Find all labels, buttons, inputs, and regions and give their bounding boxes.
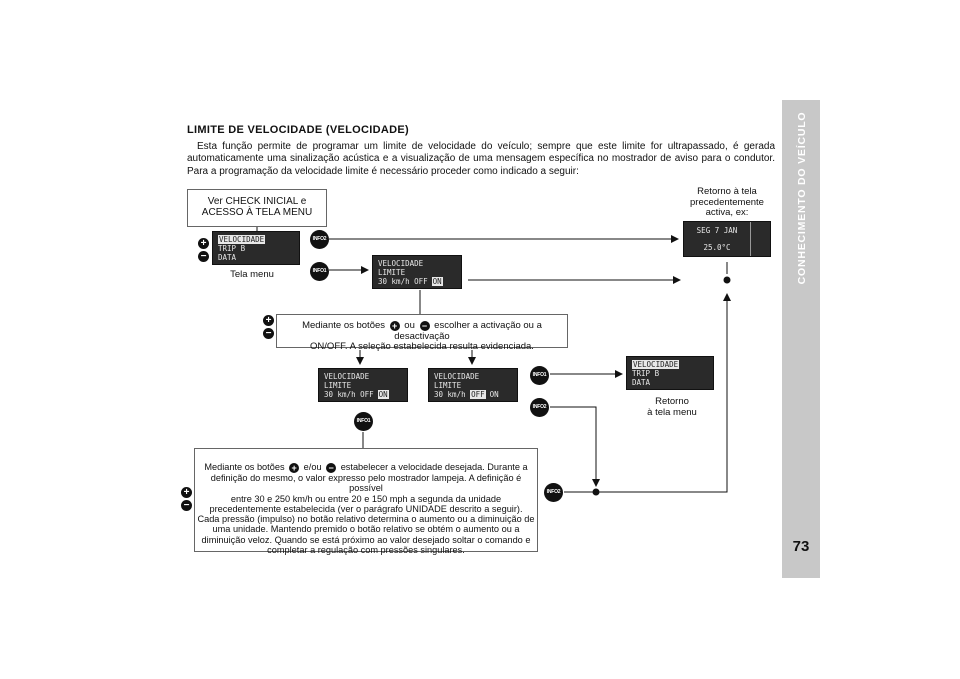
- check-menu-box: Ver CHECK INICIAL e ACESSO À TELA MENU: [187, 189, 327, 227]
- speed-text-part1: Mediante os botões: [204, 462, 285, 472]
- menu-item-trip-b: TRIP B: [632, 369, 660, 378]
- minus-icon: −: [198, 251, 209, 262]
- menu-item-velocidade: VELOCIDADE: [632, 360, 680, 369]
- junction-dot-bottom: [592, 488, 600, 496]
- temperature-text: 25.0°C: [703, 243, 731, 252]
- menu-display-return: VELOCIDADE TRIP B DATA: [626, 356, 714, 390]
- arrow-info2-down: [550, 406, 600, 487]
- speed-text-line7: diminuição veloz. Quando se está próximo…: [201, 534, 531, 545]
- menu-item-data: DATA: [632, 378, 651, 387]
- menu-item-trip-b: TRIP B: [218, 244, 246, 253]
- limit-line2: LIMITE: [378, 268, 406, 277]
- limit-line2: LIMITE: [434, 381, 462, 390]
- plus-minus-buttons: + −: [181, 487, 192, 511]
- speed-text-and-or: e/ou: [303, 462, 322, 472]
- info1-button-icon: INFO1: [310, 262, 329, 281]
- junction-dot-top: [723, 276, 731, 284]
- menu-item-velocidade: VELOCIDADE: [218, 235, 266, 244]
- limit-line1: VELOCIDADE: [434, 372, 480, 381]
- onoff-instruction-box: Mediante os botões + ou − escolher a act…: [276, 314, 568, 352]
- info2-button-icon: INFO2: [544, 483, 563, 502]
- plus-icon: +: [263, 315, 274, 326]
- return-menu-line1: Retorno: [655, 396, 689, 407]
- onoff-text-part1: Mediante os botões: [302, 320, 386, 331]
- limit-speed: 30 km/h: [378, 277, 410, 286]
- plus-icon: +: [389, 321, 400, 331]
- speed-text-line2: definição do mesmo, o valor expresso pel…: [210, 473, 522, 494]
- limit-off-highlighted: OFF: [470, 390, 486, 399]
- menu-display: VELOCIDADE TRIP B DATA: [212, 231, 300, 265]
- minus-icon: −: [419, 321, 430, 331]
- info2-button-icon: INFO2: [310, 230, 329, 249]
- return-active-line3: activa, ex:: [705, 207, 749, 218]
- return-active-line2: precedentemente: [690, 196, 764, 208]
- limit-line2: LIMITE: [324, 381, 352, 390]
- plus-icon: +: [289, 463, 300, 473]
- return-active-caption: Retorno à tela precedentemente activa, e…: [680, 186, 774, 219]
- date-text: SEG 7 JAN: [696, 226, 738, 235]
- limit-on-highlighted: ON: [377, 390, 389, 399]
- limit-speed: 30 km/h: [434, 390, 466, 399]
- section-heading: LIMITE DE VELOCIDADE (VELOCIDADE): [187, 124, 409, 136]
- minus-icon: −: [263, 328, 274, 339]
- page-number: 73: [792, 538, 810, 555]
- limit-line1: VELOCIDADE: [378, 259, 424, 268]
- check-menu-line1: Ver CHECK INICIAL e: [207, 196, 307, 207]
- speed-instruction-box: Mediante os botões + e/ou − estabelecer …: [194, 448, 538, 556]
- onoff-text-or: ou: [404, 320, 415, 331]
- speed-text-line6: uma unidade. Mantendo premido o botão re…: [212, 524, 520, 535]
- check-menu-line2: ACESSO À TELA MENU: [201, 206, 313, 218]
- limit-off: OFF: [414, 277, 428, 286]
- return-menu-line2: à tela menu: [647, 406, 697, 418]
- sidebar-tab: CONHECIMENTO DO VEÍCULO 73: [782, 100, 820, 578]
- onoff-text-part2: escolher a activação ou a desactivação: [394, 320, 542, 342]
- speed-text-line8: completar a regulação com pressões singu…: [267, 545, 465, 556]
- limit-speed: 30 km/h: [324, 390, 356, 399]
- menu-caption: Tela menu: [230, 269, 274, 280]
- speed-text-part2: estabelecer a velocidade desejada. Duran…: [340, 462, 528, 472]
- plus-minus-buttons: + −: [263, 315, 274, 339]
- limit-off: OFF: [360, 390, 374, 399]
- limit-on: ON: [489, 390, 499, 399]
- date-display: SEG 7 JAN 25.0°C: [683, 221, 771, 257]
- limit-line1: VELOCIDADE: [324, 372, 370, 381]
- info1-button-icon: INFO1: [530, 366, 549, 385]
- speed-text-line4: precedentemente estabelecida (ver o pará…: [209, 503, 523, 514]
- info1-button-icon: INFO1: [354, 412, 373, 431]
- plus-icon: +: [181, 487, 192, 498]
- minus-icon: −: [326, 463, 337, 473]
- return-menu-caption: Retorno à tela menu: [632, 396, 712, 418]
- speed-text-line5: Cada pressão (impulso) no botão relativo…: [197, 514, 535, 525]
- onoff-text-line2: ON/OFF. A seleção estabelecida resulta e…: [310, 341, 534, 352]
- arrow-return-up: [564, 293, 731, 493]
- minus-icon: −: [181, 500, 192, 511]
- info2-button-icon: INFO2: [530, 398, 549, 417]
- speed-text-line3: entre 30 e 250 km/h ou entre 20 e 150 mp…: [230, 493, 502, 504]
- limit-on: ON: [431, 277, 443, 286]
- plus-icon: +: [198, 238, 209, 249]
- menu-item-data: DATA: [218, 253, 237, 262]
- return-active-line1: Retorno à tela: [697, 186, 757, 197]
- plus-minus-buttons: + −: [198, 238, 209, 262]
- intro-paragraph: Esta função permite de programar um limi…: [187, 141, 775, 177]
